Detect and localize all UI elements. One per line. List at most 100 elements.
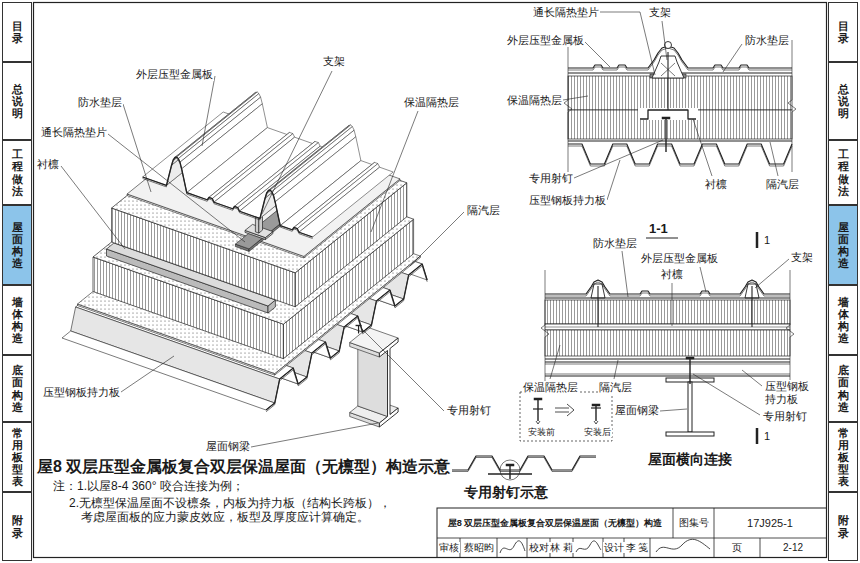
signature: [576, 541, 601, 552]
part-label: 隔汽层: [598, 381, 633, 394]
outer-metal-sheet: [545, 280, 790, 294]
steel-deck: [452, 458, 596, 472]
title-block-cell: 审核: [438, 542, 460, 554]
nav-tab: 目录: [2, 2, 32, 62]
part-label: 衬檩: [36, 158, 60, 171]
nav-tab: 工程做法: [2, 140, 32, 205]
fastener: [665, 119, 666, 152]
part-label: 保温隔热层: [403, 96, 460, 109]
outer-metal-sheet-edge: [143, 159, 313, 239]
leader-line: [693, 374, 760, 415]
title-block-cell: 林 莉: [549, 542, 574, 554]
section-mark: [756, 428, 759, 444]
title-block-cell: 2-12: [782, 542, 804, 554]
break-line: [786, 270, 794, 392]
nav-tab: 底面构造: [2, 355, 32, 422]
nav-tab: 墙体构造: [828, 285, 858, 355]
section-detail: [564, 40, 796, 172]
liner-purlin: [640, 110, 696, 119]
arrow: [567, 404, 574, 416]
part-label: 专用射钉: [528, 172, 574, 185]
nav-tab: 墙体构造: [2, 285, 32, 355]
fastener: [689, 359, 690, 384]
nav-tab: 屋面构造: [828, 205, 858, 285]
sheet-frame: [34, 3, 827, 558]
part-label: 专用射钉: [762, 410, 808, 423]
tab-label: 工程做法: [838, 148, 849, 196]
leader-line: [742, 370, 762, 386]
title-block-cell: 蔡昭昀: [463, 542, 495, 554]
part-label: 外层压型金属板: [640, 252, 719, 265]
tab-label: 常用板型表: [12, 427, 23, 487]
break-line: [541, 270, 549, 392]
section-title: 专用射钉示意: [463, 484, 549, 500]
nav-tab: 工程做法: [828, 140, 858, 205]
signature: [656, 539, 710, 552]
nav-tab: 底面构造: [828, 355, 858, 422]
leader-line: [371, 111, 418, 232]
part-label: 支架: [648, 6, 672, 19]
leader-line: [614, 360, 618, 379]
liner-purlin: [545, 324, 790, 330]
tab-label: 墙体构造: [12, 296, 23, 344]
steel-beam: [688, 382, 692, 432]
section-mark: 1: [763, 234, 771, 247]
leader-line: [61, 166, 125, 249]
part-label: 外层压型金属板: [135, 68, 214, 81]
leader-line: [123, 104, 151, 192]
leader-line: [662, 21, 667, 60]
tab-label: 屋面构造: [838, 221, 849, 269]
title-block-rule: [460, 538, 461, 558]
part-label: 压型钢板持力板: [42, 386, 121, 399]
vapor-barrier: [568, 141, 792, 142]
nav-tab: 附录: [828, 492, 858, 561]
part-label: 保温隔热层: [506, 94, 563, 107]
fastener-head: [662, 117, 670, 119]
nav-tab: 附录: [2, 492, 32, 561]
tab-label: 底面构造: [838, 364, 849, 412]
break-line: [564, 40, 572, 172]
tab-label: 目录: [12, 20, 23, 44]
title-block-rule: [497, 538, 498, 558]
note-text: 注：1.以屋8-4 360° 咬合连接为例；: [52, 480, 245, 494]
leader-line: [361, 328, 444, 411]
part-label: 衬檩: [660, 268, 684, 281]
figure-caption: 屋8 双层压型金属板复合双层保温屋面（无檩型）构造示意: [36, 458, 451, 476]
outer-metal-sheet-edge: [143, 157, 313, 237]
steel-deck: [545, 374, 790, 375]
signature: [500, 541, 525, 553]
outer-metal-sheet: [568, 46, 792, 68]
title-block-cell: 校对: [528, 542, 550, 554]
nav-tab: 目录: [828, 2, 858, 62]
part-label: 支架: [790, 251, 814, 264]
fastener: [537, 400, 538, 421]
leader-line: [672, 283, 673, 326]
section-title: 屋面横向连接: [647, 451, 733, 467]
insulation-layer: [545, 330, 790, 356]
tab-label: 常用板型表: [838, 427, 849, 487]
leader-line: [251, 423, 378, 447]
title-block-cell: 17J925-1: [746, 517, 794, 530]
leader-line: [121, 356, 174, 392]
tab-label: 总说明: [838, 83, 849, 119]
leader-line: [108, 134, 245, 242]
tab-label: 总说明: [12, 83, 23, 119]
tab-label: 屋面构造: [12, 221, 23, 269]
part-label: 防水垫层: [592, 237, 638, 250]
detail-circle: [500, 460, 520, 480]
leader-line: [700, 267, 706, 292]
title-block-rule: [714, 508, 715, 558]
leader-line: [660, 409, 687, 411]
leader-line: [770, 142, 778, 176]
part-label: 外层压型金属板: [506, 34, 585, 47]
fastener-head: [592, 404, 600, 406]
title-block-rule: [650, 538, 651, 558]
leader-line: [262, 71, 332, 214]
title-block-cell: 设计: [603, 542, 625, 554]
part-label: 通长隔热垫片: [40, 126, 108, 139]
section-mark: [756, 232, 759, 248]
section-title: 1-1: [648, 222, 669, 237]
outer-metal-sheet: [297, 164, 379, 233]
note-text: 2.无檩型保温屋面不设檩条，内板为持力板（结构长跨板）， 考虑屋面板的应力蒙皮效…: [69, 497, 400, 525]
